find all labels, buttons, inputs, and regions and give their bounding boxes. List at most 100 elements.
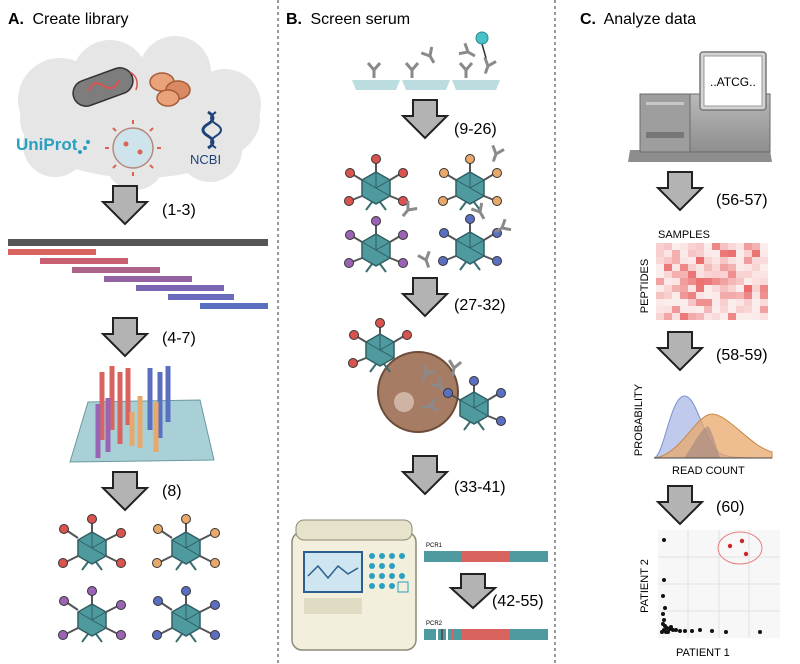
phage-icon [58, 586, 126, 644]
heatmap-cell [752, 285, 760, 292]
step-label: (4-7) [162, 330, 196, 347]
heatmap-cell [680, 285, 688, 292]
step-label: (56-57) [716, 192, 768, 209]
bacterium-icon [72, 67, 138, 107]
heatmap-cell [744, 243, 752, 250]
heatmap-cell [760, 313, 768, 320]
heatmap-cell [704, 243, 712, 250]
svg-text:PCR2: PCR2 [426, 621, 443, 627]
heatmap-cell [744, 278, 752, 285]
heatmap-cell [744, 271, 752, 278]
process-arrow [400, 99, 450, 140]
heatmap-cell [720, 278, 728, 285]
svg-text:PEPTIDES: PEPTIDES [639, 259, 651, 313]
phage-icon [344, 154, 419, 222]
heatmap-cell [704, 278, 712, 285]
heatmap-cell [688, 285, 696, 292]
heatmap-cell [688, 271, 696, 278]
process-arrow [100, 185, 150, 226]
phage-icon [152, 514, 220, 572]
heatmap-cell [704, 257, 712, 264]
step-label: (27-32) [454, 297, 506, 314]
svg-text:PATIENT 2: PATIENT 2 [639, 559, 651, 613]
phage-library [58, 514, 220, 644]
heatmap-cell [696, 313, 704, 320]
sequencer-screen-text: ..ATCG.. [710, 75, 756, 89]
heatmap-cell [696, 243, 704, 250]
heatmap-cell [728, 313, 736, 320]
phage-antibody-mix [344, 143, 513, 274]
heatmap-cell [736, 299, 744, 306]
heatmap-cell [736, 278, 744, 285]
heatmap-cell [760, 278, 768, 285]
virus-icon [105, 120, 161, 176]
heatmap-cell [760, 271, 768, 278]
heatmap-cell [752, 278, 760, 285]
heatmap-cell [720, 257, 728, 264]
sequencer: ..ATCG.. [628, 51, 772, 162]
heatmap-cell [752, 313, 760, 320]
process-arrow [655, 485, 705, 526]
heatmap-cell [672, 271, 680, 278]
heatmap-cell [656, 306, 664, 313]
heatmap-cell [672, 285, 680, 292]
heatmap-cell [744, 250, 752, 257]
step-label: (42-55) [492, 593, 544, 610]
genome-bar [8, 239, 268, 246]
process-arrow [448, 573, 498, 610]
oligo-array [69, 366, 215, 463]
heatmap-cell [672, 292, 680, 299]
heatmap-cell [712, 313, 720, 320]
heatmap-cell [712, 306, 720, 313]
heatmap-cell [664, 292, 672, 299]
heatmap-cell [728, 292, 736, 299]
pcr1-product: PCR1 [424, 543, 548, 562]
phage-icon [58, 514, 126, 572]
heatmap-cell [752, 264, 760, 271]
peanut-icon [149, 72, 191, 107]
serum-antibodies [352, 31, 500, 90]
panel-b-title: B. Screen serum [286, 11, 410, 28]
heatmap-cell [760, 299, 768, 306]
heatmap-cell [744, 257, 752, 264]
svg-text:PROBABILITY: PROBABILITY [633, 383, 645, 456]
process-arrow [655, 171, 705, 212]
panel-b: B. Screen serum (9-26) [286, 11, 548, 651]
heatmap-cell [728, 257, 736, 264]
step-label: (8) [162, 483, 182, 500]
heatmap-cell [704, 306, 712, 313]
process-arrow [100, 317, 150, 358]
ncbi-logo: NCBI [190, 110, 222, 167]
pcr2-product: PCR2 [424, 621, 548, 640]
heatmap-cell [704, 313, 712, 320]
heatmap-cell [704, 299, 712, 306]
heatmap-cell [664, 313, 672, 320]
phage-icon [438, 143, 506, 212]
heatmap-cell [696, 250, 704, 257]
heatmap-cell [720, 285, 728, 292]
heatmap-cell [672, 257, 680, 264]
heatmap-cell [736, 313, 744, 320]
svg-text:SAMPLES: SAMPLES [658, 229, 710, 241]
heatmap-cell [680, 250, 688, 257]
process-arrow [100, 471, 150, 512]
panel-c-title: C. Analyze data [580, 11, 696, 28]
heatmap-cell [712, 257, 720, 264]
heatmap-cell [712, 264, 720, 271]
heatmap-cell [704, 292, 712, 299]
heatmap-cell [712, 243, 720, 250]
heatmap-cell [760, 243, 768, 250]
heatmap-cell [752, 271, 760, 278]
heatmap-cell [712, 285, 720, 292]
panel-c: C. Analyze data ..ATCG.. (56-57) SAMPLES… [580, 11, 780, 659]
heatmap-cell [736, 257, 744, 264]
heatmap-cell [704, 271, 712, 278]
process-arrow [400, 277, 450, 318]
outlier-points [727, 538, 749, 557]
heatmap-cell [744, 292, 752, 299]
heatmap-cell [656, 285, 664, 292]
heatmap-cell [712, 271, 720, 278]
heatmap-cell [744, 264, 752, 271]
heatmap-cell [696, 278, 704, 285]
heatmap-cell [656, 299, 664, 306]
